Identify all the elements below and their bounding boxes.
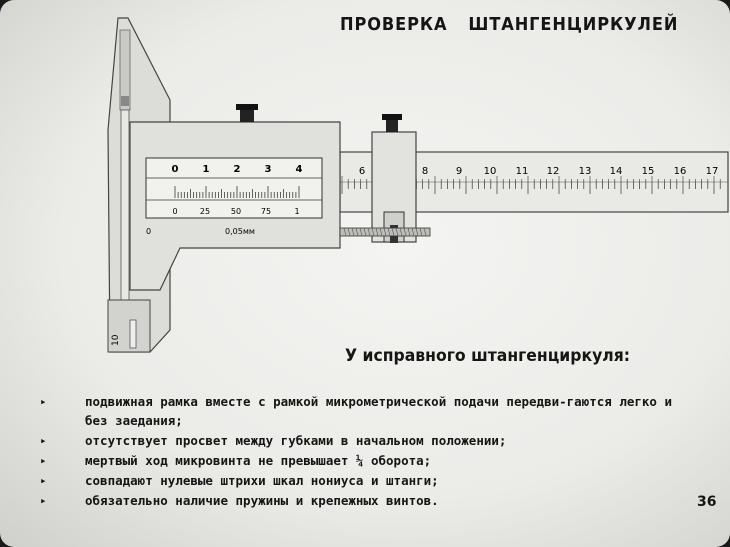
rod-tick-label: 15 bbox=[642, 166, 655, 177]
rod-tick-label: 10 bbox=[484, 166, 497, 177]
vernier-sub-label: 75 bbox=[261, 207, 271, 216]
vernier-scale-numbers: 0 1 2 3 4 bbox=[172, 164, 303, 175]
rod-tick-label: 12 bbox=[547, 166, 560, 177]
rod-tick-label: 8 bbox=[422, 166, 428, 177]
rod-tick-label: 14 bbox=[610, 166, 623, 177]
rod-tick-label: 13 bbox=[579, 166, 592, 177]
page-title: ПРОВЕРКА ШТАНГЕНЦИРКУЛЕЙ bbox=[340, 14, 679, 35]
list-item: ▸совпадают нулевые штрихи шкал нониуса и… bbox=[40, 473, 439, 488]
list-item: ▸подвижная рамка вместе с рамкой микроме… bbox=[40, 394, 672, 428]
list-item: ▸отсутствует просвет между губками в нач… bbox=[40, 433, 507, 448]
rod-tick-label: 11 bbox=[516, 166, 529, 177]
vernier-scale bbox=[174, 186, 300, 198]
bullet-icon: ▸ bbox=[40, 454, 47, 467]
precision-label: 0,05мм bbox=[225, 227, 255, 236]
bullet-icon: ▸ bbox=[40, 434, 47, 447]
vernier-tick-label: 0 bbox=[172, 164, 179, 175]
frame-zero-label: 0 bbox=[146, 227, 151, 236]
requirements-list: ▸подвижная рамка вместе с рамкой микроме… bbox=[40, 392, 700, 511]
rod-scale-numbers: 6 8 9 10 11 12 13 14 15 16 17 bbox=[359, 166, 719, 177]
jaw-label: 10 bbox=[111, 334, 121, 346]
vernier-sub-label: 1 bbox=[294, 207, 299, 216]
vernier-sub-label: 25 bbox=[200, 207, 210, 216]
rod-tick-label: 9 bbox=[456, 166, 462, 177]
vernier-sub-numbers: 0 25 50 75 1 bbox=[172, 207, 299, 216]
section-subtitle: У исправного штангенциркуля: bbox=[345, 346, 631, 366]
vernier-tick-label: 1 bbox=[203, 164, 210, 175]
vernier-sub-label: 50 bbox=[231, 207, 241, 216]
rod-tick-label: 16 bbox=[674, 166, 687, 177]
bullet-icon: ▸ bbox=[40, 395, 47, 408]
bullet-icon: ▸ bbox=[40, 494, 47, 507]
bullet-icon: ▸ bbox=[40, 474, 47, 487]
page-number: 36 bbox=[697, 494, 717, 510]
vernier-tick-label: 3 bbox=[265, 164, 272, 175]
list-item: ▸мертвый ход микровинта не превышает ¼ о… bbox=[40, 453, 432, 468]
vernier-sub-label: 0 bbox=[172, 207, 177, 216]
vernier-tick-label: 2 bbox=[234, 164, 241, 175]
rod-tick-label: 6 bbox=[359, 166, 365, 177]
rod-tick-label: 17 bbox=[706, 166, 719, 177]
vernier-tick-label: 4 bbox=[296, 164, 303, 175]
list-item: ▸обязательно наличие пружины и крепежных… bbox=[40, 493, 439, 508]
